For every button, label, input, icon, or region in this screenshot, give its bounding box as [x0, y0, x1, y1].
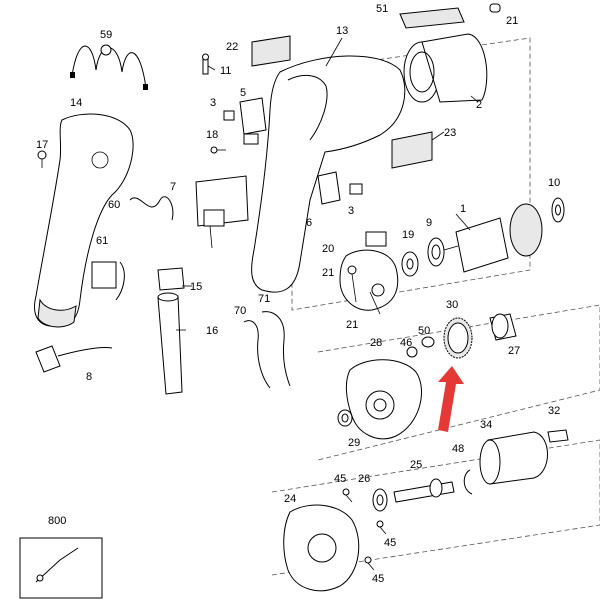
part-45-screw-a: [342, 488, 353, 503]
part-27-bearing: [489, 313, 517, 341]
part-46-ball: [406, 346, 418, 358]
part-30-gear: [443, 317, 473, 359]
label-70: 70: [234, 305, 246, 317]
part-2-field: [403, 33, 488, 103]
label-27: 27: [508, 345, 520, 357]
label-50: 50: [418, 325, 430, 337]
label-28: 28: [370, 337, 382, 349]
label-21-bottom: 21: [346, 319, 358, 331]
part-7-switch: [195, 175, 249, 249]
part-5-brush-holder: [239, 97, 267, 145]
part-11-pin: [202, 53, 209, 75]
part-14-handle: [34, 113, 134, 328]
label-30: 30: [446, 299, 458, 311]
part-23-label: [391, 131, 433, 169]
part-45-screw-b: [376, 520, 387, 535]
label-9: 9: [426, 217, 432, 229]
label-18: 18: [206, 129, 218, 141]
label-51: 51: [376, 3, 388, 15]
part-1-armature: [443, 203, 543, 273]
part-15-clamp: [157, 267, 185, 291]
label-61: 61: [96, 235, 108, 247]
label-29: 29: [348, 437, 360, 449]
label-14: 14: [70, 97, 82, 109]
part-17-screw: [37, 150, 47, 168]
part-59-wire: [70, 44, 148, 90]
part-21-cap: [489, 3, 501, 13]
label-25: 25: [410, 459, 422, 471]
label-60: 60: [108, 199, 120, 211]
part-61-choke: [91, 261, 125, 301]
gearbox-assembly-frame: [317, 304, 600, 461]
label-21-mid: 21: [322, 267, 334, 279]
part-3-brush-bottom: [349, 183, 363, 195]
part-60-spring: [129, 196, 174, 221]
part-10-bearing: [551, 197, 565, 223]
part-71-wire: [261, 311, 291, 387]
label-45-a: 45: [334, 473, 346, 485]
label-23: 23: [444, 127, 456, 139]
label-20: 20: [322, 243, 334, 255]
part-32-bit-holder: [547, 429, 569, 443]
part-800-kit: [19, 537, 103, 599]
part-29-washer: [337, 409, 353, 427]
label-59: 59: [100, 29, 112, 41]
label-3-bottom: 3: [348, 205, 354, 217]
part-20-commutator-plate: [339, 231, 399, 311]
label-3-top: 3: [210, 97, 216, 109]
label-6: 6: [306, 217, 312, 229]
label-15: 15: [190, 281, 202, 293]
part-6-brush-holder: [317, 171, 341, 205]
red-arrow-indicator: [438, 366, 464, 432]
part-3-brush-top: [223, 110, 235, 121]
part-51-board: [399, 7, 465, 29]
label-8: 8: [86, 371, 92, 383]
label-11: 11: [220, 65, 231, 77]
label-1: 1: [460, 203, 466, 215]
label-46: 46: [400, 337, 412, 349]
label-16: 16: [206, 325, 218, 337]
part-16-cord-protector: [157, 292, 183, 395]
part-50-pin: [421, 336, 435, 348]
part-34-clutch: [479, 431, 548, 485]
part-9-bearing: [427, 237, 445, 267]
label-34: 34: [480, 419, 492, 431]
label-21-top: 21: [506, 15, 518, 27]
label-45-b: 45: [384, 537, 396, 549]
part-25-spindle: [393, 478, 455, 503]
part-28-gear-case: [345, 359, 423, 440]
label-45-c: 45: [372, 573, 384, 585]
label-17: 17: [36, 139, 48, 151]
part-45-screw-c: [364, 556, 375, 571]
label-26: 26: [358, 473, 370, 485]
label-13: 13: [336, 25, 348, 37]
label-10: 10: [548, 177, 560, 189]
label-71: 71: [258, 293, 270, 305]
part-13-housing: [251, 55, 406, 293]
part-18-screw: [210, 146, 226, 154]
label-19: 19: [402, 229, 414, 241]
label-24: 24: [284, 493, 296, 505]
part-22-label: [251, 35, 291, 67]
part-8-cord: [35, 345, 113, 373]
label-48: 48: [452, 443, 464, 455]
label-7: 7: [170, 181, 176, 193]
label-2: 2: [476, 99, 482, 111]
label-800: 800: [48, 515, 66, 527]
label-32: 32: [548, 405, 560, 417]
part-70-wire: [243, 320, 271, 389]
part-48-retaining-ring: [463, 469, 473, 495]
label-5: 5: [240, 87, 246, 99]
part-19-washer: [401, 251, 419, 277]
part-24-nose-housing: [283, 504, 360, 592]
part-26-bearing: [372, 488, 388, 512]
label-22: 22: [226, 41, 238, 53]
